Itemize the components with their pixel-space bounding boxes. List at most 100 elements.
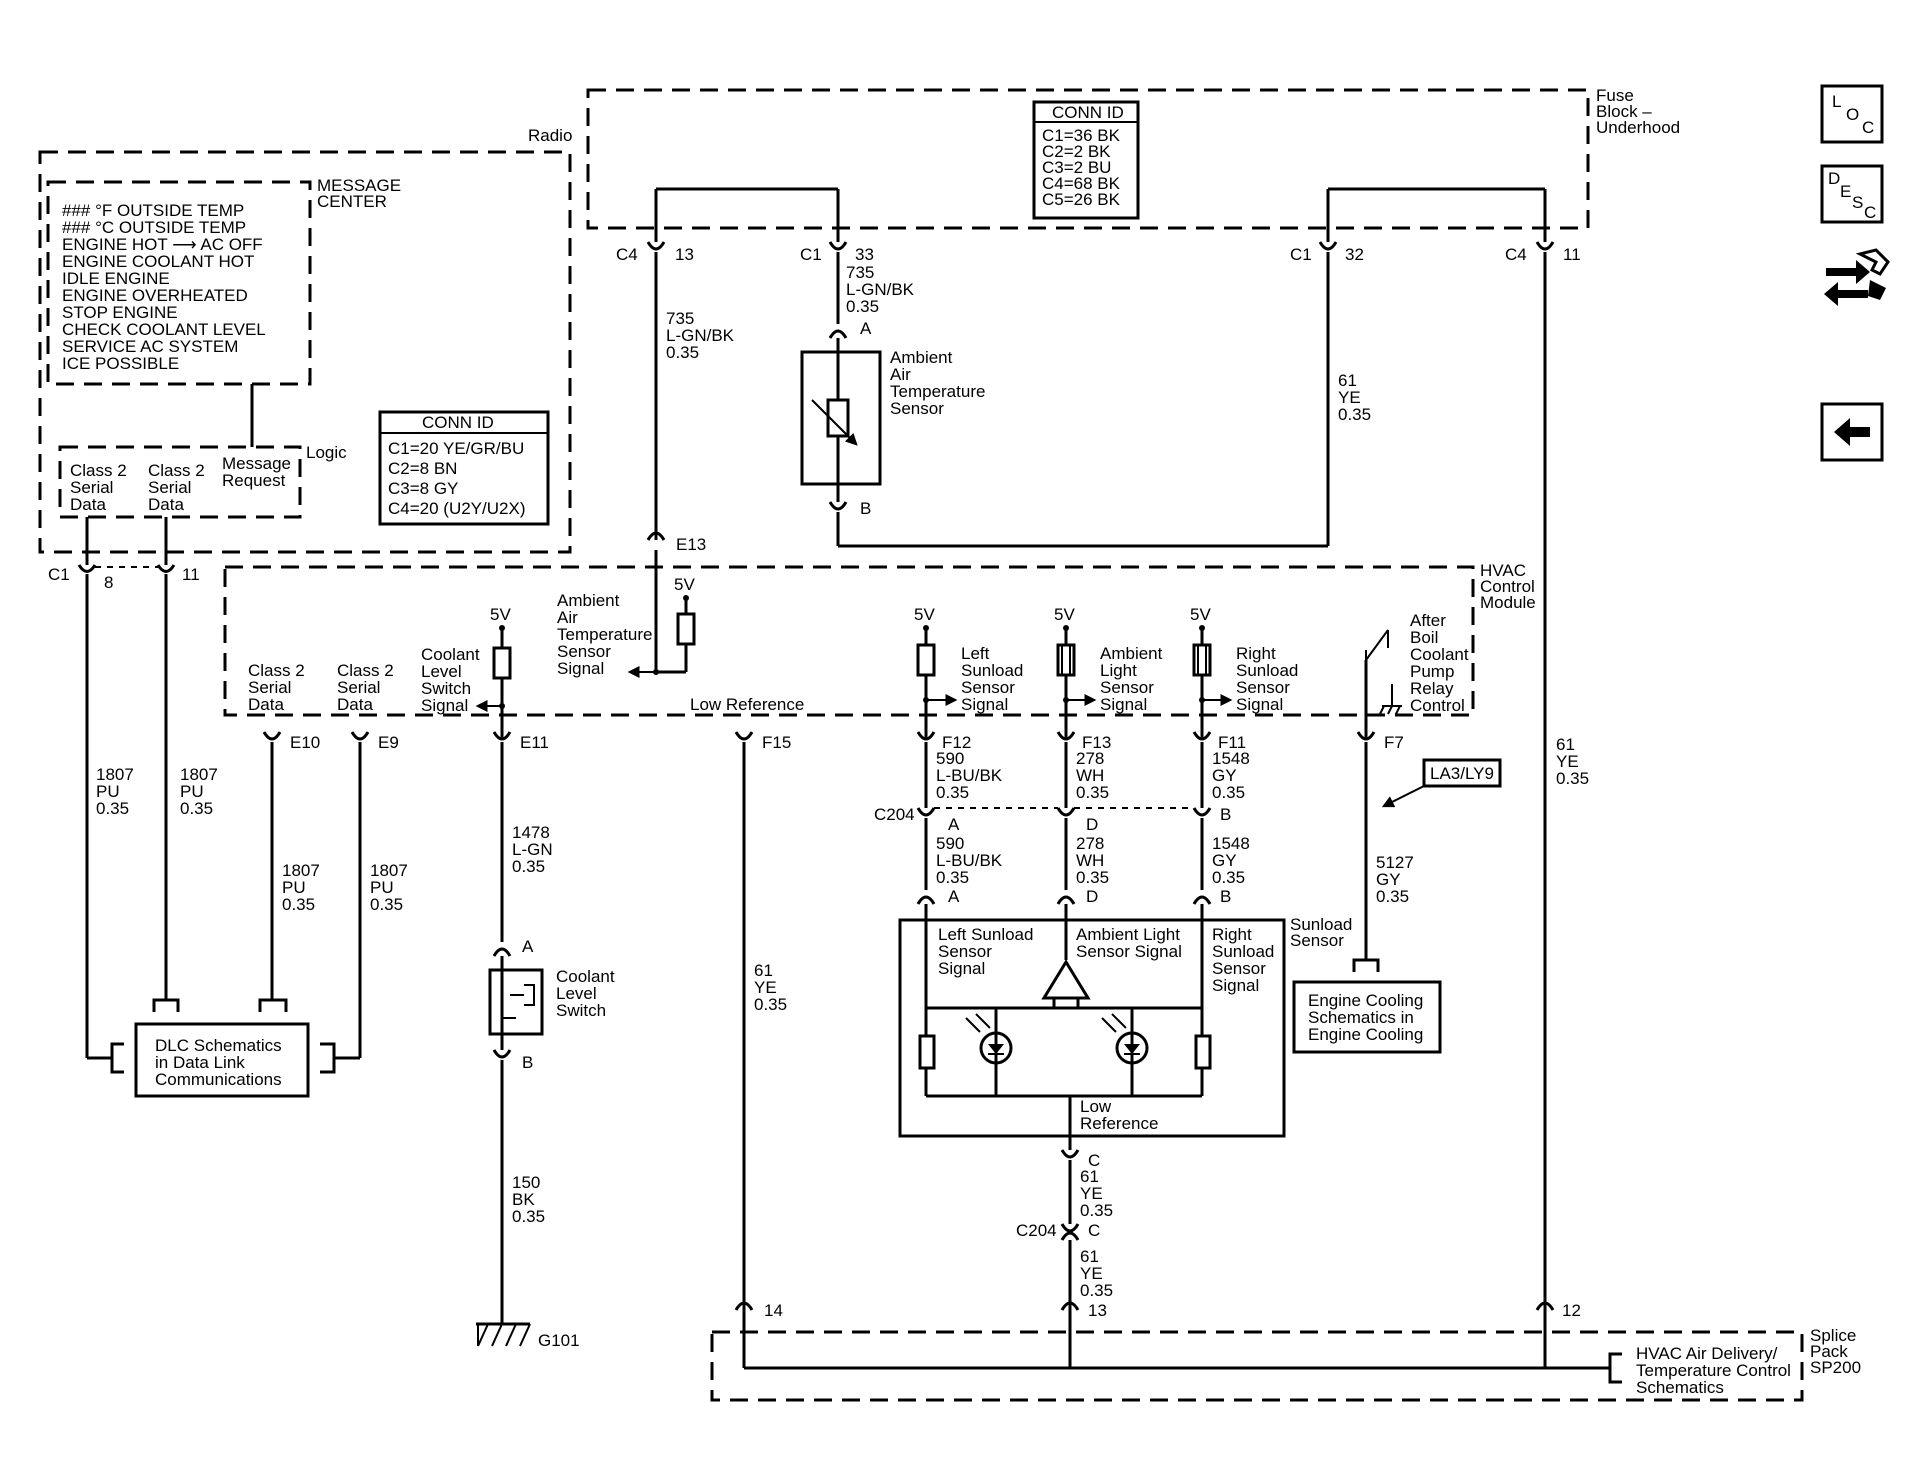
ambient-sensor-label-3: Temperature <box>890 382 985 401</box>
ambient-sensor-label-4: Sensor <box>890 399 944 418</box>
wire-label: YE <box>1080 1264 1103 1283</box>
option-tag-box <box>1422 758 1502 788</box>
wire-label: WH <box>1076 766 1104 785</box>
fuse-pin-conn: C4 <box>1505 245 1527 264</box>
message-item: ### °C OUTSIDE TEMP <box>62 218 246 237</box>
coolant-signal-label-3: Switch <box>421 679 471 698</box>
message-item: IDLE ENGINE <box>62 269 170 288</box>
wire-label: 735 <box>846 263 874 282</box>
wire-label: 1807 <box>282 861 320 880</box>
radio-module: Radio MESSAGE CENTER ### °F OUTSIDE TEMP… <box>38 126 572 554</box>
class2-a-label-1: Class 2 <box>248 661 305 680</box>
pin-label: F15 <box>762 733 791 752</box>
sunload-sensor: Sunload Sensor Left Sunload Sensor Signa… <box>898 904 1352 1150</box>
hvac-air-delivery-reference[interactable]: HVAC Air Delivery/ Temperature Control S… <box>1636 1344 1791 1397</box>
radio-title: Radio <box>528 126 572 145</box>
message-item: ENGINE HOT ⟶ AC OFF <box>62 235 263 254</box>
wire-label: 278 <box>1076 749 1104 768</box>
wire-label: L-BU/BK <box>936 851 1003 870</box>
loc-icon[interactable]: L O C <box>1820 84 1884 144</box>
message-item: CHECK COOLANT LEVEL <box>62 320 266 339</box>
switch-pin-b: B <box>522 1053 533 1072</box>
right-sunload-label: Right <box>1236 644 1276 663</box>
wire-label: 0.35 <box>370 895 403 914</box>
desc-icon[interactable]: D E S C <box>1820 164 1884 224</box>
wire-label: 1807 <box>96 765 134 784</box>
wire-label: 61 <box>754 961 773 980</box>
low-ref-wire: 61 YE 0.35 <box>742 742 787 1310</box>
loc-letter: C <box>1862 118 1874 137</box>
pin-label: F13 <box>1082 733 1111 752</box>
coolant-switch-label-2: Level <box>556 984 597 1003</box>
ambient-air-signal-label: Signal <box>557 659 604 678</box>
ambient-air-signal-label: Air <box>557 608 578 627</box>
pin-label: B <box>1220 805 1231 824</box>
wire-label: 1807 <box>370 861 408 880</box>
wire-label: GY <box>1212 851 1237 870</box>
splice-title-1: Splice <box>1810 1326 1856 1345</box>
wire-label: 0.35 <box>1076 868 1109 887</box>
coolant-signal-label-4: Signal <box>421 696 468 715</box>
supply-5v: 5V <box>490 605 511 624</box>
after-boil-label: Relay <box>1410 679 1454 698</box>
wire-label: PU <box>180 782 204 801</box>
pin-label: E10 <box>290 733 320 752</box>
splice-pin-14: 14 <box>764 1301 783 1320</box>
fuse-block-title-1: Fuse <box>1596 86 1634 105</box>
ambient-air-signal-label: Sensor <box>557 642 611 661</box>
radio-connectors: C1 8 11 <box>48 517 200 592</box>
wire-label: YE <box>1556 752 1579 771</box>
radio-pin-11: 11 <box>182 565 200 584</box>
pin-label: E11 <box>520 733 549 752</box>
fuse-pin-number: 13 <box>675 245 694 264</box>
wire-label: 0.35 <box>1212 783 1245 802</box>
pin-label: C <box>1088 1221 1100 1240</box>
fuse-conn-id-item: C5=26 BK <box>1042 190 1121 209</box>
sunload-right-label: Sensor <box>1212 959 1266 978</box>
right-sunload-label: Sunload <box>1236 661 1298 680</box>
wire-label: 0.35 <box>1212 868 1245 887</box>
message-item: ENGINE OVERHEATED <box>62 286 248 305</box>
sunload-low-ref: Reference <box>1080 1114 1158 1133</box>
loc-letter: O <box>1846 105 1859 124</box>
engine-cooling-reference[interactable]: Engine Cooling Schematics in Engine Cool… <box>1292 980 1442 1054</box>
pin-label: A <box>948 815 960 834</box>
radio-pin-8: 8 <box>104 573 113 592</box>
wire-label: 0.35 <box>512 1207 545 1226</box>
sunload-low-ref: Low <box>1080 1097 1112 1116</box>
hvac-title-3: Module <box>1480 593 1536 612</box>
sunload-left-label: Signal <box>938 959 985 978</box>
fuse-block: Fuse Block – Underhood CONN ID C1=36 BK … <box>586 86 1680 264</box>
hvac-title-2: Control <box>1480 577 1535 596</box>
right-sunload-label: Signal <box>1236 695 1283 714</box>
wrench-arrows-icon[interactable] <box>1824 248 1890 306</box>
logic-item-1-line1: Class 2 <box>70 461 127 480</box>
fuse-block-title-3: Underhood <box>1596 118 1680 137</box>
wire-label: 590 <box>936 749 964 768</box>
fuse-block-title-2: Block – <box>1596 102 1652 121</box>
left-sunload-label: Sunload <box>961 661 1023 680</box>
message-center-title-1: MESSAGE <box>317 176 401 195</box>
back-arrow-icon[interactable] <box>1820 402 1884 462</box>
splice-ref-2: Temperature Control <box>1636 1361 1791 1380</box>
after-boil-label: Pump <box>1410 662 1454 681</box>
radio-conn-id-item: C3=8 GY <box>388 479 458 498</box>
splice-ref-3: Schematics <box>1636 1378 1724 1397</box>
fuse-pin-number: 33 <box>855 245 874 264</box>
logic-item-3-line1: Message <box>222 454 291 473</box>
splice-ref-1: HVAC Air Delivery/ <box>1636 1344 1778 1363</box>
sunload-ambient-label: Ambient Light <box>1076 925 1180 944</box>
ambient-air-temp-sensor: 735 L-GN/BK 0.35 A Ambient Air Temperatu… <box>800 252 1371 548</box>
dlc-label-3: Communications <box>155 1070 282 1089</box>
splice-pack: 14 13 12 Splice Pack SP200 <box>710 1301 1861 1402</box>
coolant-switch-label-1: Coolant <box>556 967 615 986</box>
dlc-reference[interactable]: DLC Schematics in Data Link Communicatio… <box>110 998 336 1098</box>
wire-label: 0.35 <box>96 799 129 818</box>
wire-label: 1548 <box>1212 834 1250 853</box>
supply-5v: 5V <box>674 575 695 594</box>
wire-label: 0.35 <box>666 343 699 362</box>
wire-label: 61 <box>1080 1247 1099 1266</box>
wire-label: 61 <box>1080 1167 1099 1186</box>
after-boil-label: Coolant <box>1410 645 1469 664</box>
fuse-conn-id-item: C3=2 BU <box>1042 158 1111 177</box>
